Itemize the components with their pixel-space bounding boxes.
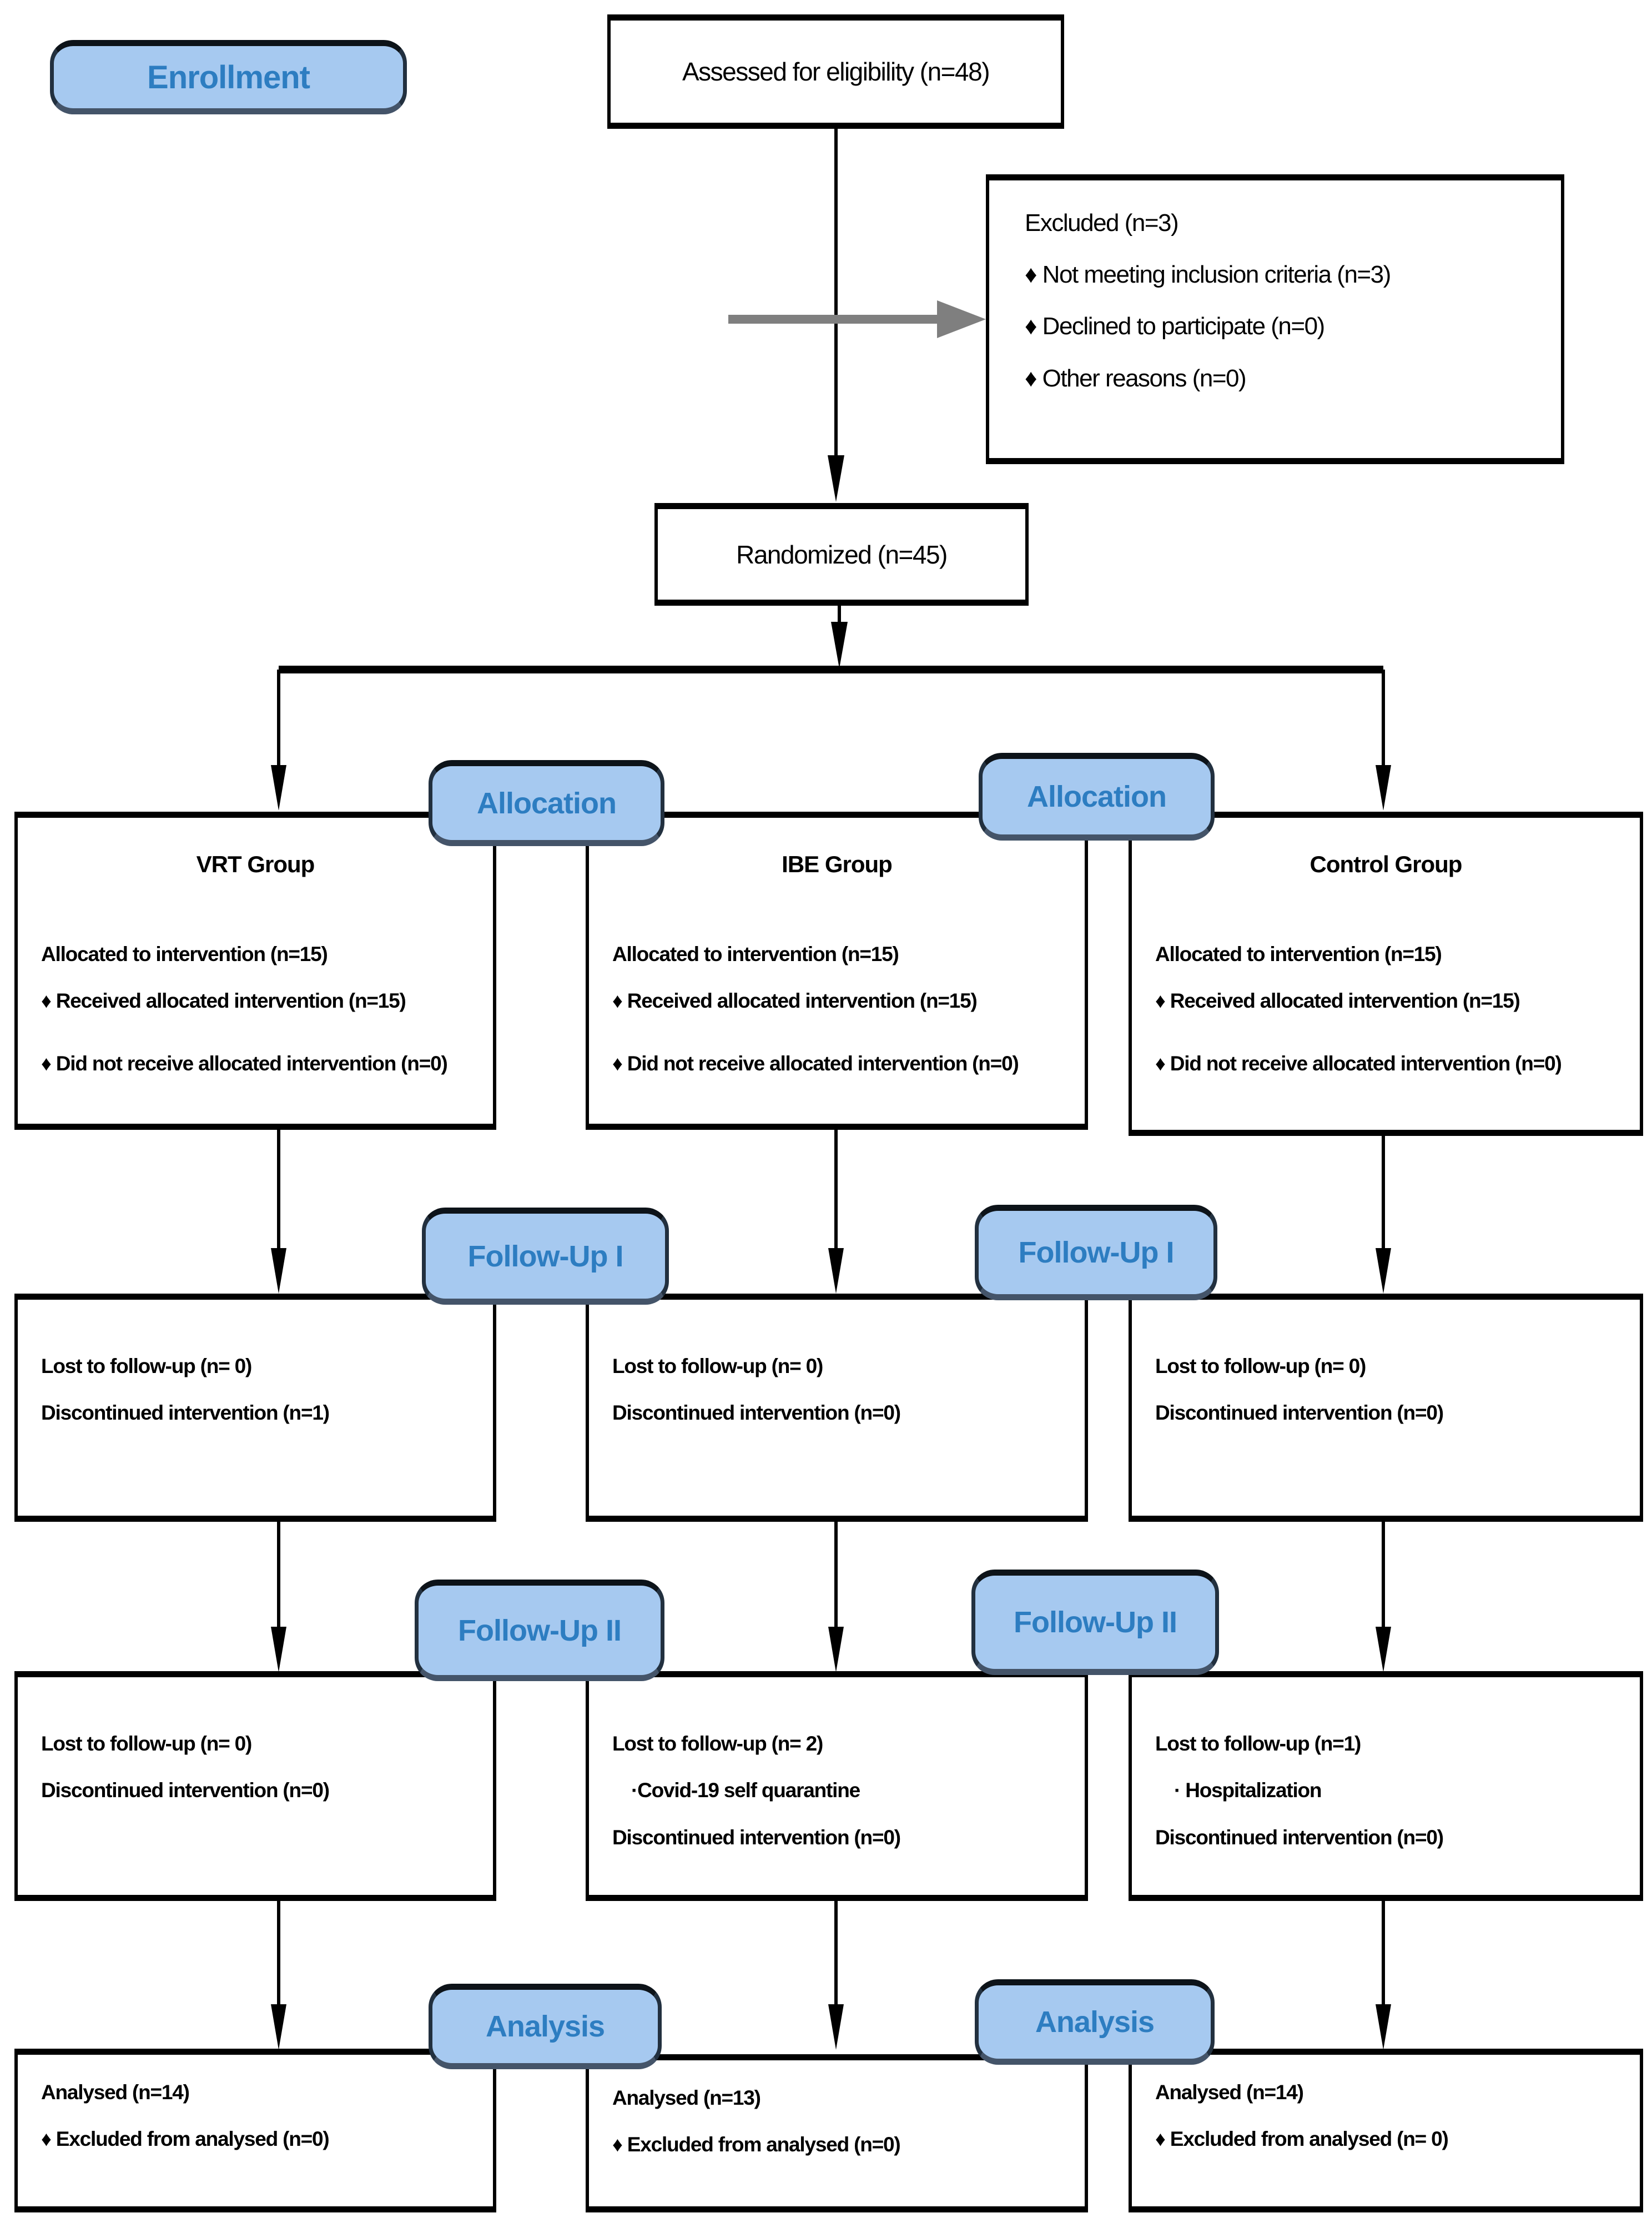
ibe-followup2-box: Lost to follow-up (n= 2) ·Covid-19 self …: [586, 1671, 1088, 1901]
arrow-ibe-fu2-to-analysis: [828, 1901, 844, 2050]
box-text-line: Lost to follow-up (n=1): [1155, 1732, 1361, 1755]
stage-badge-enrollment: Enrollment: [50, 40, 407, 114]
arrow-control-fu1-to-fu2: [1376, 1522, 1391, 1672]
vrt-followup1-box: Lost to follow-up (n= 0) Discontinued in…: [14, 1294, 496, 1522]
control-followup1-box: Lost to follow-up (n= 0) Discontinued in…: [1129, 1294, 1643, 1522]
box-text-line: Lost to follow-up (n= 2): [612, 1732, 823, 1755]
box-text-line: ·Covid-19 self quarantine: [631, 1779, 860, 1802]
stage-badge-label: Follow-Up II: [1014, 1606, 1177, 1639]
stage-badge-label: Follow-Up II: [458, 1613, 622, 1647]
box-text-line: Discontinued intervention (n=0): [1155, 1825, 1444, 1849]
excluded-item: ♦ Not meeting inclusion criteria (n=3): [1025, 261, 1391, 289]
stage-badge-label: Enrollment: [147, 59, 310, 95]
vrt-allocation-box: VRT Group Allocated to intervention (n=1…: [14, 812, 496, 1130]
ibe-allocation-box: IBE Group Allocated to intervention (n=1…: [586, 812, 1088, 1130]
stage-badge-analysis-left: Analysis: [429, 1984, 662, 2069]
column-title: Control Group: [1309, 851, 1463, 877]
arrow-control-alloc-to-fu1: [1376, 1130, 1391, 1294]
box-text-line: ♦ Received allocated intervention (n=15): [1155, 989, 1520, 1013]
arrow-to-excluded: [728, 300, 986, 338]
excluded-item: ♦ Other reasons (n=0): [1025, 364, 1247, 392]
box-text-line: Discontinued intervention (n=0): [612, 1401, 901, 1425]
box-text-line: Allocated to intervention (n=15): [1155, 943, 1442, 965]
box-text-line: ♦ Did not receive allocated intervention…: [41, 1052, 448, 1075]
arrow-assessed-to-randomized: [828, 129, 844, 502]
box-text-line: Allocated to intervention (n=15): [612, 943, 899, 965]
column-title: VRT Group: [196, 851, 315, 877]
stage-badge-label: Follow-Up I: [467, 1239, 624, 1273]
arrow-vrt-alloc-to-fu1: [271, 1130, 286, 1294]
stage-badge-followup2-right: Follow-Up II: [971, 1570, 1219, 1675]
stage-badge-label: Follow-Up I: [1018, 1236, 1175, 1269]
box-text-line: Lost to follow-up (n= 0): [41, 1732, 252, 1755]
arrow-randomized-to-branch: [831, 606, 848, 668]
box-text-line: Analysed (n=14): [1155, 2081, 1304, 2104]
box-text-line: ♦ Received allocated intervention (n=15): [612, 989, 978, 1013]
arrow-vrt-fu1-to-fu2: [271, 1522, 286, 1672]
randomized-box: Randomized (n=45): [654, 503, 1029, 606]
arrow-ibe-alloc-to-fu1: [828, 1130, 844, 1294]
stage-badge-label: Analysis: [485, 2010, 605, 2043]
arrow-ibe-fu1-to-fu2: [828, 1522, 844, 1672]
box-text-line: Analysed (n=14): [41, 2081, 190, 2104]
excluded-box: Excluded (n=3) ♦ Not meeting inclusion c…: [986, 174, 1564, 464]
stage-badge-followup1-left: Follow-Up I: [422, 1208, 669, 1305]
stage-badge-followup2-left: Follow-Up II: [415, 1580, 664, 1681]
box-text-line: · Hospitalization: [1174, 1779, 1322, 1802]
stage-badge-allocation-left: Allocation: [429, 760, 664, 846]
stage-badge-followup1-right: Follow-Up I: [975, 1205, 1217, 1300]
box-text-line: ♦ Excluded from analysed (n= 0): [1155, 2128, 1449, 2151]
box-text-line: Discontinued intervention (n=0): [41, 1779, 330, 1802]
box-text-line: ♦ Excluded from analysed (n=0): [612, 2133, 901, 2156]
excluded-item: ♦ Declined to participate (n=0): [1025, 313, 1325, 340]
box-text-line: Discontinued intervention (n=1): [41, 1401, 330, 1425]
ibe-followup1-box: Lost to follow-up (n= 0) Discontinued in…: [586, 1294, 1088, 1522]
randomized-text: Randomized (n=45): [736, 540, 948, 569]
excluded-title: Excluded (n=3): [1025, 209, 1179, 237]
box-text-line: ♦ Did not receive allocated intervention…: [612, 1052, 1019, 1075]
stage-badge-label: Allocation: [1026, 780, 1167, 813]
assessed-box: Assessed for eligibility (n=48): [607, 14, 1064, 129]
box-text-line: Lost to follow-up (n= 0): [1155, 1355, 1366, 1377]
control-followup2-box: Lost to follow-up (n=1) · Hospitalizatio…: [1129, 1671, 1643, 1901]
control-allocation-box: Control Group Allocated to intervention …: [1129, 812, 1643, 1136]
arrow-branch-to-control: [1376, 670, 1391, 811]
box-text-line: Analysed (n=13): [612, 2086, 761, 2109]
vrt-followup2-box: Lost to follow-up (n= 0) Discontinued in…: [14, 1671, 496, 1901]
arrow-control-fu2-to-analysis: [1376, 1901, 1391, 2050]
assessed-text: Assessed for eligibility (n=48): [682, 57, 990, 86]
box-text-line: ♦ Did not receive allocated intervention…: [1155, 1052, 1562, 1075]
box-text-line: Discontinued intervention (n=0): [612, 1825, 901, 1849]
stage-badge-label: Allocation: [476, 786, 617, 820]
ibe-analysis-box: Analysed (n=13) ♦ Excluded from analysed…: [586, 2054, 1088, 2212]
box-text-line: Lost to follow-up (n= 0): [612, 1355, 823, 1377]
box-text-line: Lost to follow-up (n= 0): [41, 1355, 252, 1377]
box-text-line: Allocated to intervention (n=15): [41, 943, 328, 965]
stage-badge-label: Analysis: [1035, 2005, 1155, 2039]
box-text-line: Discontinued intervention (n=0): [1155, 1401, 1444, 1425]
stage-badge-allocation-right: Allocation: [979, 753, 1215, 841]
box-text-line: ♦ Excluded from analysed (n=0): [41, 2128, 330, 2151]
vrt-analysis-box: Analysed (n=14) ♦ Excluded from analysed…: [14, 2049, 496, 2212]
arrow-branch-to-vrt: [271, 670, 286, 811]
column-title: IBE Group: [782, 851, 893, 877]
stage-badge-analysis-right: Analysis: [975, 1979, 1215, 2065]
arrow-vrt-fu2-to-analysis: [271, 1901, 286, 2050]
control-analysis-box: Analysed (n=14) ♦ Excluded from analysed…: [1129, 2049, 1643, 2212]
box-text-line: ♦ Received allocated intervention (n=15): [41, 989, 406, 1013]
